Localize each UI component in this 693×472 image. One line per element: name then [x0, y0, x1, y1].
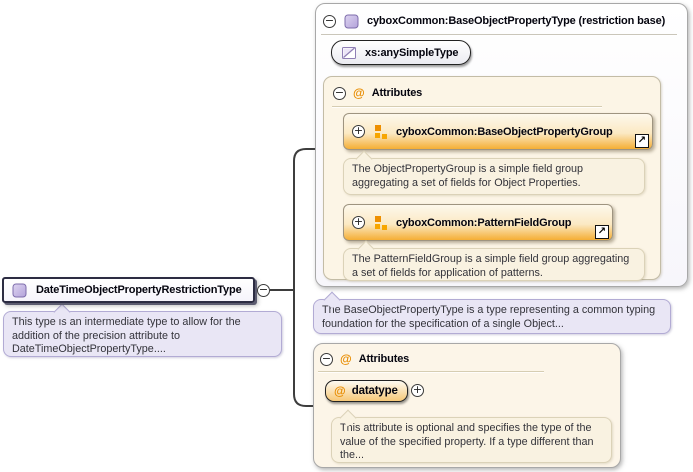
simple-type-icon [342, 46, 356, 59]
group-expand-toggle[interactable]: + [352, 215, 365, 229]
attributes-collapse-toggle[interactable]: − [333, 85, 346, 100]
attribute-icon: @ [353, 86, 365, 100]
attributes-header: − @ Attributes [333, 85, 422, 101]
divider [332, 106, 602, 107]
attr-group-box-baseobjectpropertygroup[interactable]: + cyboxCommon:BaseObjectPropertyGroup ↗ [343, 113, 653, 150]
attributes-collapse-toggle[interactable]: − [320, 351, 333, 366]
root-collapse-toggle[interactable]: − [257, 283, 270, 297]
attribute-doc-note: This attribute is optional and specifies… [331, 409, 612, 463]
attribute-icon: @ [334, 384, 346, 398]
attributes-header: − @ Attributes [320, 351, 409, 367]
attributes-title: Attributes [358, 353, 410, 365]
base-type-title: cyboxCommon:BaseObjectPropertyType (rest… [367, 15, 666, 27]
complex-type-icon [344, 14, 359, 28]
attribute-expand-toggle[interactable]: + [411, 383, 424, 397]
group-doc-note: The PatternFieldGroup is a simple field … [343, 240, 645, 281]
attribute-name: datatype [351, 385, 398, 397]
group-doc-note: The ObjectPropertyGroup is a simple fiel… [343, 150, 645, 195]
complex-type-icon [12, 283, 27, 297]
base-simple-type-pill[interactable]: xs:anySimpleType [331, 40, 471, 65]
attributes-section: − @ Attributes + cyboxCommon:BaseObjectP… [323, 76, 661, 281]
group-expand-toggle[interactable]: + [352, 124, 365, 138]
attr-group-box-patternfieldgroup[interactable]: + cyboxCommon:PatternFieldGroup ↗ [343, 204, 613, 241]
base-type-panel-header: − cyboxCommon:BaseObjectPropertyType (re… [323, 13, 665, 29]
root-type-box[interactable]: DateTimeObjectPropertyRestrictionType [2, 277, 255, 303]
root-doc-note: This type is an intermediate type to all… [3, 303, 282, 357]
base-type-panel: − cyboxCommon:BaseObjectPropertyType (re… [315, 3, 688, 287]
base-simple-type-label: xs:anySimpleType [365, 46, 459, 59]
attribute-group-icon [375, 124, 387, 139]
group-label: cyboxCommon:PatternFieldGroup [396, 216, 572, 229]
attribute-group-icon [375, 215, 387, 230]
own-attributes-panel: − @ Attributes @ datatype + This attribu… [313, 343, 621, 468]
divider [318, 371, 544, 372]
jump-to-definition-icon[interactable]: ↗ [635, 134, 649, 148]
panel-collapse-toggle[interactable]: − [323, 13, 336, 28]
attributes-title: Attributes [371, 87, 423, 99]
base-type-doc-note: The BaseObjectPropertyType is a type rep… [313, 291, 671, 334]
group-label: cyboxCommon:BaseObjectPropertyGroup [396, 125, 613, 138]
divider [321, 34, 677, 35]
attribute-icon: @ [340, 352, 352, 366]
root-type-label: DateTimeObjectPropertyRestrictionType [36, 284, 242, 296]
jump-to-definition-icon[interactable]: ↗ [595, 225, 609, 239]
attribute-pill-datatype[interactable]: @ datatype [325, 380, 408, 402]
